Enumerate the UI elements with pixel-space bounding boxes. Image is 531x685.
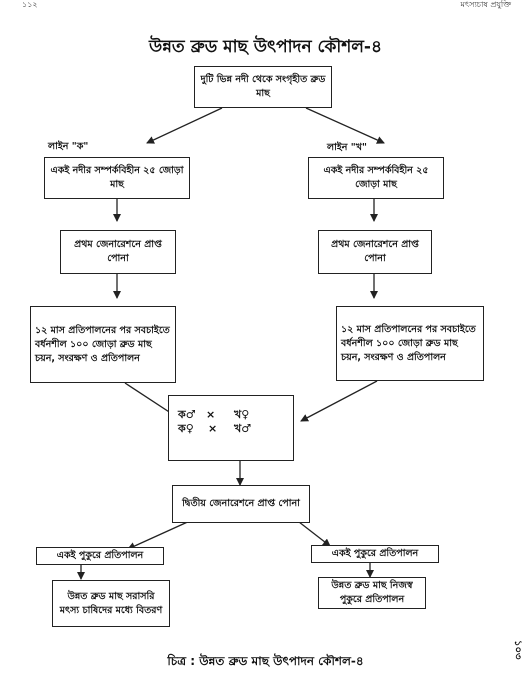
left-step2-box: প্রথম জেনারেশনে প্রাপ্ত পোনা xyxy=(60,230,176,274)
cross-x-2: × xyxy=(208,422,218,435)
cross-a-male: ক♂ xyxy=(178,408,196,421)
left-step1-box: একই নদীর সম্পর্কবিহীন ২৫ জোড়া মাছ xyxy=(44,157,190,199)
right-final-box: উন্নত ব্রুড মাছ নিজস্ব পুকুরে প্রতিপালন xyxy=(318,577,426,609)
page-header-left: ১১২ xyxy=(22,0,38,9)
left-final-box: উন্নত ব্রুড মাছ সরাসরি মৎস্য চাষিদের মধ্… xyxy=(52,580,170,627)
cross-b-male: খ♂ xyxy=(234,422,252,435)
right-step2-box: প্রথম জেনারেশনে প্রাপ্ত পোনা xyxy=(318,230,432,274)
arrow-source-to-left xyxy=(146,107,223,144)
line-left-label: লাইন "ক" xyxy=(48,141,89,152)
cross-a-female: ক♀ xyxy=(178,422,194,435)
page-header-right: মৎস্যচাষ প্রযুক্তি xyxy=(460,0,511,9)
right-step1-box: একই নদীর সম্পর্কবিহীন ২৫ জোড়া মাছ xyxy=(308,157,444,199)
figure-caption: চিত্র : উন্নত ব্রুড মাছ উৎপাদন কৌশল-৪ xyxy=(167,654,364,668)
cross-b-female: খ♀ xyxy=(234,408,250,421)
second-generation-box: দ্বিতীয় জেনারেশনে প্রাপ্ত পোনা xyxy=(172,485,310,523)
arrow-right-to-cross xyxy=(300,380,378,422)
arrow-source-to-right xyxy=(305,107,385,144)
line-right-label: লাইন "খ" xyxy=(327,142,367,153)
page-number: ১০৩ xyxy=(512,640,523,660)
diagram-title: উন্নত ব্রুড মাছ উৎপাদন কৌশল-৪ xyxy=(148,37,383,57)
left-step3-box: ১২ মাস প্রতিপালনের পর সবচাইতে বর্ধনশীল ১… xyxy=(30,306,176,383)
cross-x-1: × xyxy=(206,408,216,421)
cross-box xyxy=(168,395,294,461)
right-step3-box: ১২ মাস প্রতিপালনের পর সবচাইতে বর্ধনশীল ১… xyxy=(336,306,484,381)
right-pond-box: একই পুকুরে প্রতিপালন xyxy=(311,545,439,563)
left-pond-box: একই পুকুরে প্রতিপালন xyxy=(36,547,164,565)
source-box: দুটি ভিন্ন নদী থেকে সংগৃহীত ব্রুড মাছ xyxy=(194,66,332,108)
